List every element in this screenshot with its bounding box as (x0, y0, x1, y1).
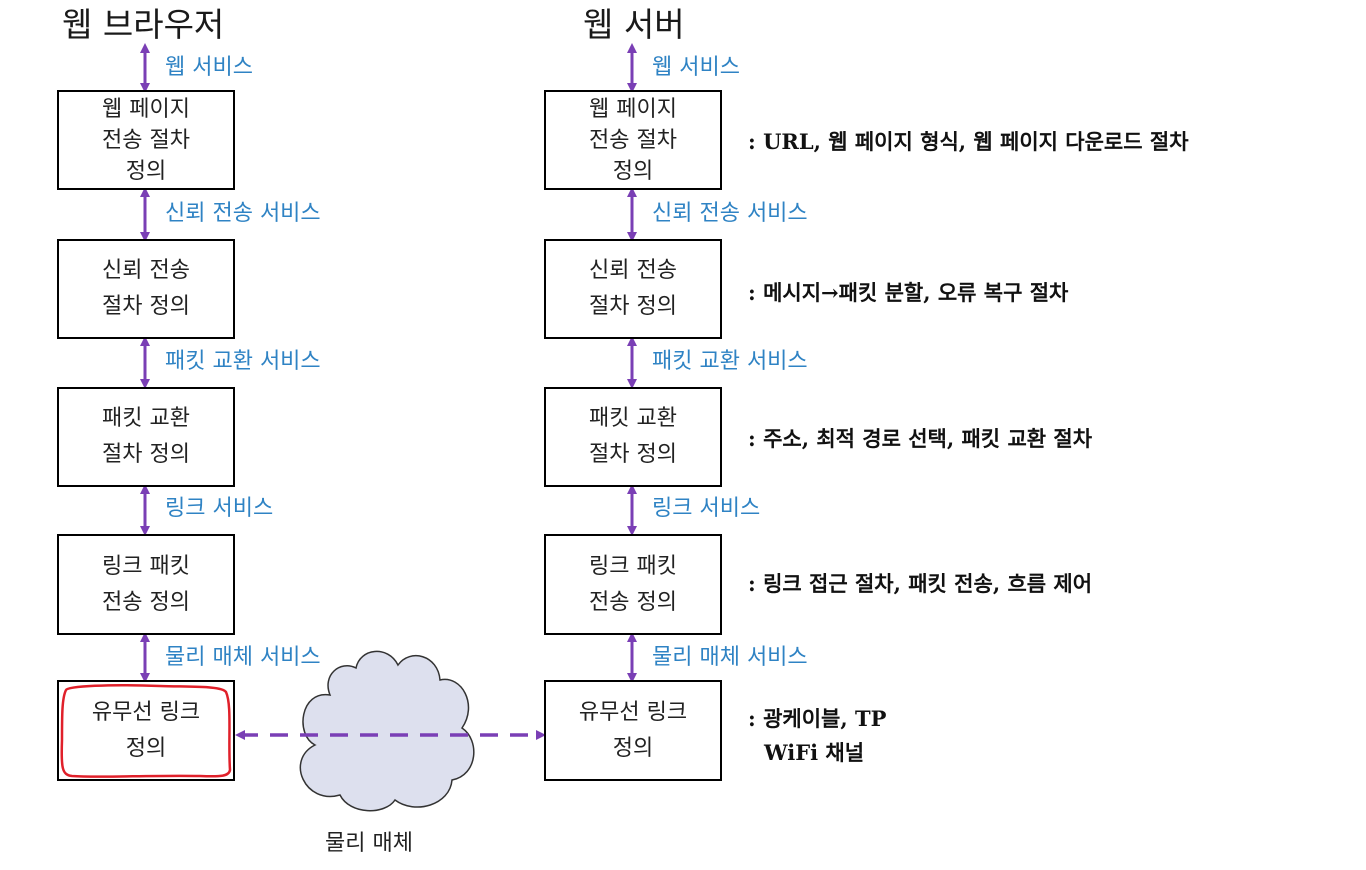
server-box-reliable: 신뢰 전송 절차 정의 (544, 239, 722, 339)
box-line: 전송 정의 (102, 589, 190, 615)
box-line: 유무선 링크 (578, 699, 688, 725)
box-line: 신뢰 전송 (102, 258, 190, 283)
server-box-packet: 패킷 교환 절차 정의 (544, 387, 722, 487)
browser-service-link: 링크 서비스 (165, 496, 274, 521)
box-line: 정의 (125, 735, 167, 761)
box-line: 전송 정의 (589, 589, 677, 615)
browser-service-reliable: 신뢰 전송 서비스 (165, 201, 321, 226)
desc-transport: : 메시지→패킷 분할, 오류 복구 절차 (748, 280, 1069, 305)
browser-box-web-page: 웹 페이지 전송 절차 정의 (57, 90, 235, 190)
desc-link: : 링크 접근 절차, 패킷 전송, 흐름 제어 (748, 571, 1093, 596)
box-line: 절차 정의 (102, 294, 190, 319)
box-line: 절차 정의 (102, 442, 190, 467)
browser-box-link: 링크 패킷 전송 정의 (57, 534, 235, 635)
box-line: 링크 패킷 (102, 553, 190, 579)
cloud-shape (299, 650, 475, 812)
box-line: 전송 절차 (102, 127, 190, 153)
box-line: 정의 (612, 735, 654, 761)
desc-physical-line2: WiFi 채널 (764, 740, 865, 765)
box-line: 패킷 교환 (589, 406, 677, 431)
server-title: 웹 서버 (583, 5, 685, 44)
server-box-web-page: 웹 페이지 전송 절차 정의 (544, 90, 722, 190)
server-service-physical: 물리 매체 서비스 (652, 645, 808, 670)
browser-service-physical: 물리 매체 서비스 (165, 645, 321, 670)
browser-box-wired-wireless: 유무선 링크 정의 (57, 680, 235, 781)
server-service-packet: 패킷 교환 서비스 (652, 349, 808, 374)
box-line: 링크 패킷 (589, 553, 677, 579)
desc-network: : 주소, 최적 경로 선택, 패킷 교환 절차 (748, 426, 1093, 451)
box-line: 절차 정의 (589, 442, 677, 467)
box-line: 웹 페이지 (589, 96, 677, 122)
box-line: 패킷 교환 (102, 406, 190, 431)
desc-physical-line1: : 광케이블, TP (748, 706, 887, 731)
physical-medium-label: 물리 매체 (325, 831, 413, 856)
browser-box-packet: 패킷 교환 절차 정의 (57, 387, 235, 487)
server-box-wired-wireless: 유무선 링크 정의 (544, 680, 722, 781)
box-line: 정의 (612, 158, 654, 184)
box-line: 절차 정의 (589, 294, 677, 319)
box-line: 유무선 링크 (91, 699, 201, 725)
box-line: 웹 페이지 (102, 96, 190, 122)
browser-service-web: 웹 서비스 (165, 55, 253, 80)
box-line: 전송 절차 (589, 127, 677, 153)
server-service-reliable: 신뢰 전송 서비스 (652, 201, 808, 226)
server-box-link: 링크 패킷 전송 정의 (544, 534, 722, 635)
desc-application: : URL, 웹 페이지 형식, 웹 페이지 다운로드 절차 (748, 129, 1189, 154)
browser-title: 웹 브라우저 (62, 5, 225, 44)
box-line: 정의 (125, 158, 167, 184)
server-service-web: 웹 서비스 (652, 55, 740, 80)
box-line: 신뢰 전송 (589, 258, 677, 283)
browser-box-reliable: 신뢰 전송 절차 정의 (57, 239, 235, 339)
server-service-link: 링크 서비스 (652, 496, 761, 521)
browser-service-packet: 패킷 교환 서비스 (165, 349, 321, 374)
